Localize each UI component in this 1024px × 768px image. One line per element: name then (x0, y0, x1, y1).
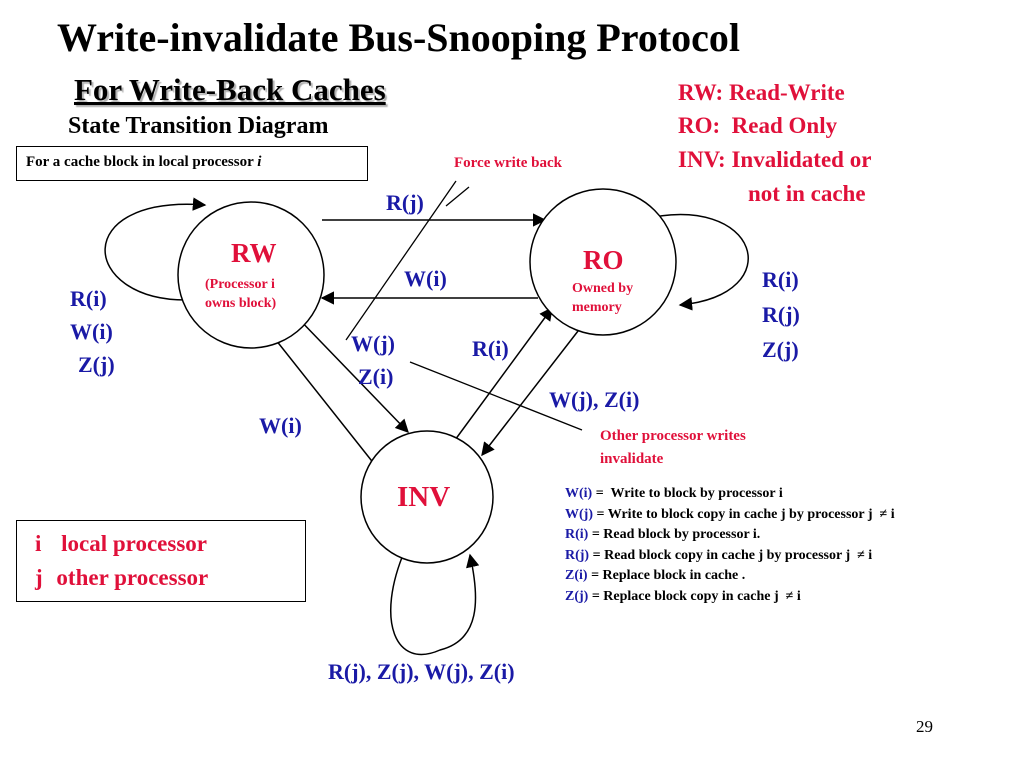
state-ro-note-2: memory (572, 300, 622, 315)
processor-key-box: i local processor j other processor (16, 520, 306, 602)
slide-subtitle: For Write-Back Caches (74, 72, 386, 107)
legend-row: R(i) = Read block by processor i. (565, 525, 895, 546)
state-inv (360, 430, 494, 564)
label-rw-to-inv-2: Z(i) (358, 364, 394, 389)
legend-definition: = Replace block in cache . (587, 568, 746, 583)
state-rw-name: RW (231, 238, 277, 268)
other-writes-pointer (409, 361, 583, 431)
context-variable: i (257, 154, 262, 170)
rw-self-loop (104, 197, 207, 301)
legend-row: R(j) = Read block copy in cache j by pro… (565, 546, 895, 567)
section-heading: State Transition Diagram (68, 113, 329, 139)
label-rw-self-1: R(i) (70, 286, 107, 311)
edge-rw-to-inv (294, 314, 409, 433)
state-ro-name: RO (583, 245, 624, 275)
processor-description: local processor (61, 531, 207, 556)
abbrev-inv: INV: Invalidated or (678, 147, 872, 172)
legend-symbol: W(i) (565, 486, 593, 501)
state-ro-note-1: Owned by (572, 281, 634, 296)
state-rw-note-2: owns block) (205, 296, 277, 311)
abbrev-inv-cont: not in cache (748, 181, 866, 206)
abbrev-rw: RW: Read-Write (678, 80, 845, 105)
legend-definition: = Write to block copy in cache j by proc… (593, 506, 895, 522)
page-number: 29 (916, 717, 933, 736)
legend-row: W(j) = Write to block copy in cache j by… (565, 505, 895, 526)
label-ro-to-rw: W(i) (404, 266, 447, 291)
ro-self-loop (639, 213, 749, 311)
force-write-back-slash-2 (445, 186, 470, 207)
edge-ro-to-inv (481, 321, 586, 457)
label-ro-self-2: R(j) (762, 302, 800, 327)
processor-symbol: i (35, 531, 42, 556)
force-write-back-label: Force write back (454, 155, 563, 171)
processor-description: other processor (56, 565, 209, 590)
definitions-legend: W(i) = Write to block by processor i W(j… (565, 484, 895, 607)
label-rw-self-3: Z(j) (78, 352, 115, 377)
legend-symbol: Z(i) (565, 568, 588, 583)
processor-symbol: j (35, 565, 43, 590)
processor-key-row: i local processor (35, 531, 207, 557)
other-writes-label-2: invalidate (600, 451, 664, 467)
label-rw-to-inv-1: W(j) (351, 331, 395, 356)
label-rw-to-ro: R(j) (386, 190, 424, 215)
label-ro-self-1: R(i) (762, 267, 799, 292)
label-ro-self-3: Z(j) (762, 337, 799, 362)
label-ro-to-inv: W(j), Z(i) (549, 387, 640, 412)
state-ro (529, 188, 677, 336)
legend-row: W(i) = Write to block by processor i (565, 484, 895, 505)
context-box: For a cache block in local processor i (16, 146, 368, 181)
other-writes-label-1: Other processor writes (600, 428, 746, 444)
legend-definition: = Read block by processor i. (588, 527, 761, 542)
state-inv-name: INV (397, 481, 451, 513)
legend-row: Z(i) = Replace block in cache . (565, 566, 895, 587)
edge-inv-to-rw (267, 328, 376, 466)
label-inv-to-rw: W(i) (259, 413, 302, 438)
legend-definition: = Write to block by processor i (592, 486, 783, 501)
label-inv-self: R(j), Z(j), W(j), Z(i) (328, 659, 515, 684)
abbrev-ro: RO: Read Only (678, 113, 838, 138)
label-inv-to-ro: R(i) (472, 336, 509, 361)
context-text: For a cache block in local processor (26, 154, 254, 170)
legend-symbol: R(i) (565, 527, 589, 542)
label-rw-self-2: W(i) (70, 319, 113, 344)
state-rw (177, 201, 325, 349)
legend-symbol: W(j) (565, 506, 593, 522)
state-rw-note-1: (Processor i (205, 277, 275, 292)
inv-self-loop (390, 549, 480, 656)
slide-title: Write-invalidate Bus-Snooping Protocol (57, 15, 741, 60)
processor-key-row: j other processor (35, 565, 208, 591)
legend-symbol: Z(j) (565, 588, 589, 604)
edge-inv-to-ro (454, 306, 553, 441)
legend-row: Z(j) = Replace block copy in cache j ≠ i (565, 587, 895, 608)
legend-definition: = Replace block copy in cache j ≠ i (588, 588, 801, 604)
legend-symbol: R(j) (565, 547, 590, 563)
force-write-back-slash-1 (345, 180, 457, 341)
legend-definition: = Read block copy in cache j by processo… (589, 547, 873, 563)
